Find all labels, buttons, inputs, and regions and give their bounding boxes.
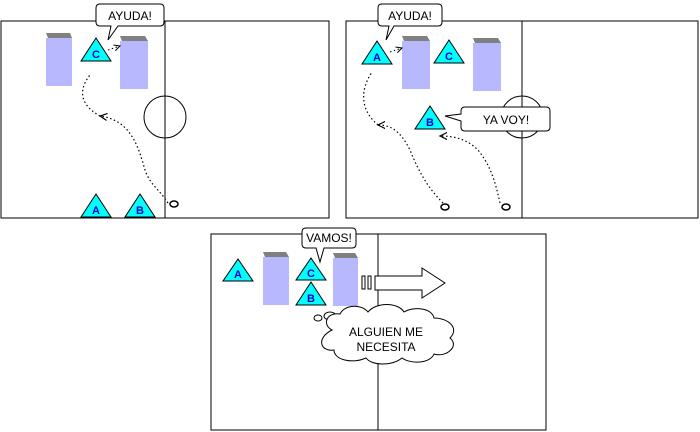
defender-block [120,36,148,89]
svg-text:AYUDA!: AYUDA! [108,9,152,23]
svg-text:VAMOS!: VAMOS! [306,231,352,245]
svg-text:B: B [136,205,144,217]
player-c: C [433,39,465,64]
player-c: C [295,257,327,281]
svg-text:ALGUIEN ME: ALGUIEN ME [349,325,423,339]
speech-bubble: AYUDA! [377,3,443,41]
movement-path [100,116,169,204]
svg-text:A: A [234,269,242,281]
defender-block [473,38,501,91]
defender-block [263,252,289,305]
movement-path [363,71,379,126]
svg-text:YA VOY!: YA VOY! [483,113,529,127]
player-b: B [414,105,446,130]
defender-block [46,33,72,86]
player-a: A [222,258,254,282]
speech-bubble: YA VOY! [444,106,551,132]
defender-block [333,253,358,306]
center-circle [143,95,187,139]
thought-cloud: ALGUIEN ME NECESITA [313,304,455,365]
panel-1: C A B AYUDA! [0,3,330,219]
svg-text:C: C [92,49,100,61]
motion-arrow [361,267,446,299]
ball-icon [440,203,450,211]
speech-bubble: AYUDA! [95,3,165,41]
panel-2: A C B AYUDA! YA VOY! [345,3,699,219]
svg-text:C: C [445,51,453,63]
svg-text:B: B [426,117,434,129]
defender-block [402,36,430,89]
svg-text:B: B [307,293,315,305]
svg-text:A: A [92,205,100,217]
movement-path [378,125,444,204]
svg-text:AYUDA!: AYUDA! [388,9,432,23]
movement-path [82,74,101,117]
player-b: B [124,193,156,218]
ball-icon [501,203,511,211]
panel-3: A C B VAMOS! ALGUIEN ME NECESITA [210,227,547,431]
ball-icon [169,200,179,208]
player-a: A [361,40,393,65]
player-b: B [295,281,327,306]
svg-text:C: C [307,268,315,280]
movement-path [440,136,501,204]
player-a: A [80,193,112,218]
svg-text:NECESITA: NECESITA [356,340,415,354]
speech-bubble: VAMOS! [301,227,357,264]
player-c: C [80,37,112,62]
svg-text:A: A [373,52,381,64]
